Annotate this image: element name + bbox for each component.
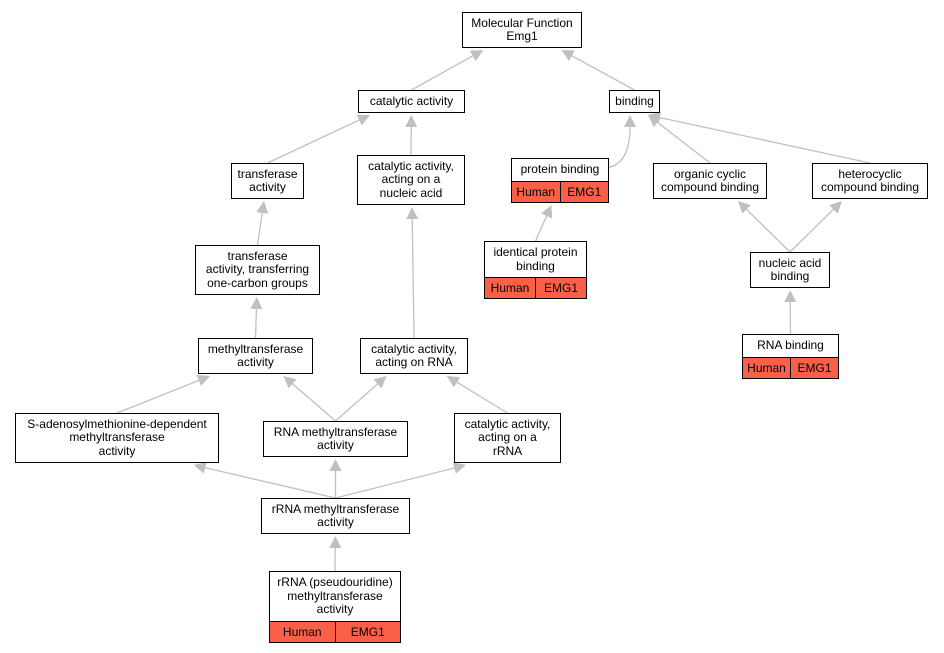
edge-arrowhead (283, 376, 297, 389)
edge-line (254, 307, 258, 339)
node-rna-binding[interactable]: RNA binding Human EMG1 (742, 334, 839, 379)
annotation-gene: EMG1 (535, 278, 586, 298)
edge-line (570, 54, 635, 91)
node-label: heterocyclic compound binding (820, 166, 920, 194)
node-catalytic-activity[interactable]: catalytic activity (358, 90, 465, 113)
node-rna-methyltransferase[interactable]: RNA methyltransferase activity (263, 421, 408, 457)
node-protein-binding[interactable]: protein binding Human EMG1 (511, 158, 609, 203)
node-label: catalytic activity, acting on a nucleic … (368, 158, 454, 200)
edge-line (116, 379, 201, 414)
annotation-species: Human (512, 182, 560, 202)
node-organic-cyclic-compound-binding[interactable]: organic cyclic compound binding (653, 163, 767, 199)
edge-arrowhead (329, 459, 342, 471)
annotation-gene: EMG1 (790, 358, 838, 378)
edge-arrowhead (356, 114, 370, 126)
edge-arrowhead (624, 115, 636, 127)
node-methyltransferase-activity[interactable]: methyltransferase activity (198, 338, 313, 374)
edge-arrowhead (373, 376, 387, 389)
annotation-species: Human (270, 622, 335, 642)
annotation-gene: EMG1 (559, 182, 608, 202)
node-label: rRNA methyltransferase activity (271, 501, 400, 529)
node-catalytic-activity-rrna[interactable]: catalytic activity, acting on a rRNA (454, 413, 561, 463)
edge-line (267, 119, 361, 164)
node-label: protein binding (520, 162, 600, 177)
edge-line (745, 208, 791, 253)
edge-line (658, 116, 871, 164)
node-label: transferase activity, transferring one-c… (205, 248, 310, 290)
node-transferase-one-carbon[interactable]: transferase activity, transferring one-c… (195, 245, 320, 295)
node-identical-protein-binding[interactable]: identical protein binding Human EMG1 (484, 241, 587, 299)
node-label: rRNA (pseudouridine) methyltransferase a… (277, 575, 393, 617)
edge-arrowhead (250, 297, 263, 310)
annotation-row: Human EMG1 (270, 621, 400, 642)
node-label: transferase activity (237, 166, 298, 194)
node-heterocyclic-compound-binding[interactable]: heterocyclic compound binding (812, 163, 928, 199)
edge-arrowhead (648, 111, 661, 124)
node-label: catalytic activity, acting on a rRNA (464, 416, 551, 458)
edge-arrowhead (446, 376, 461, 388)
node-label: methyltransferase activity (207, 341, 304, 369)
edge-line (605, 126, 631, 169)
edge-arrowhead (829, 201, 842, 214)
edge-arrowhead (196, 374, 210, 387)
edge-line (789, 208, 835, 253)
edge-line (411, 54, 475, 91)
edge-line (656, 121, 711, 164)
annotation-row: Human EMG1 (743, 357, 838, 378)
edge-arrowhead (329, 536, 342, 549)
edge-arrowhead (561, 50, 575, 62)
edge-arrowhead (469, 50, 484, 62)
node-label: RNA methyltransferase activity (273, 424, 398, 452)
edge-arrowhead (541, 205, 553, 219)
edge-arrowhead (405, 115, 418, 128)
annotation-species: Human (743, 358, 790, 378)
edge-arrowhead (452, 462, 466, 474)
node-label: S-adenosylmethionine-dependent methyltra… (27, 416, 207, 458)
annotation-row: Human EMG1 (512, 181, 608, 202)
edge-line (335, 382, 379, 422)
node-label: organic cyclic compound binding (660, 166, 760, 194)
node-label: identical protein binding (493, 245, 578, 273)
edge-line (455, 381, 508, 414)
annotation-species: Human (485, 278, 535, 298)
node-label: catalytic activity, acting on RNA (371, 341, 457, 369)
edge-line (204, 466, 336, 499)
node-catalytic-activity-rna[interactable]: catalytic activity, acting on RNA (360, 338, 468, 374)
node-rrna-methyltransferase[interactable]: rRNA methyltransferase activity (261, 498, 410, 534)
edge-arrowhead (784, 290, 797, 303)
annotation-gene: EMG1 (334, 622, 400, 642)
edge-arrowhead (738, 201, 751, 214)
node-label: binding (615, 93, 654, 108)
edge-line (534, 214, 548, 242)
node-label: Molecular Function Emg1 (471, 15, 573, 43)
node-label: nucleic acid binding (758, 255, 822, 283)
edge-arrowhead (193, 461, 207, 474)
node-molecular-function[interactable]: Molecular Function Emg1 (462, 12, 582, 48)
edge-line (411, 217, 415, 339)
annotation-row: Human EMG1 (485, 277, 586, 298)
edge-line (335, 467, 456, 499)
node-binding[interactable]: binding (609, 90, 660, 113)
node-label: RNA binding (757, 338, 824, 353)
node-rrna-pseudouridine-methyltransferase[interactable]: rRNA (pseudouridine) methyltransferase a… (269, 571, 401, 643)
node-label: catalytic activity (369, 93, 454, 108)
node-transferase-activity[interactable]: transferase activity (231, 163, 304, 199)
node-sam-dependent-methyltransferase[interactable]: S-adenosylmethionine-dependent methyltra… (15, 413, 219, 463)
edge-line (256, 211, 264, 246)
node-nucleic-acid-binding[interactable]: nucleic acid binding (750, 252, 830, 288)
node-catalytic-activity-nucleic-acid[interactable]: catalytic activity, acting on a nucleic … (357, 155, 465, 205)
edge-arrowhead (406, 207, 419, 220)
edge-line (291, 382, 336, 422)
edge-arrowhead (256, 201, 269, 214)
